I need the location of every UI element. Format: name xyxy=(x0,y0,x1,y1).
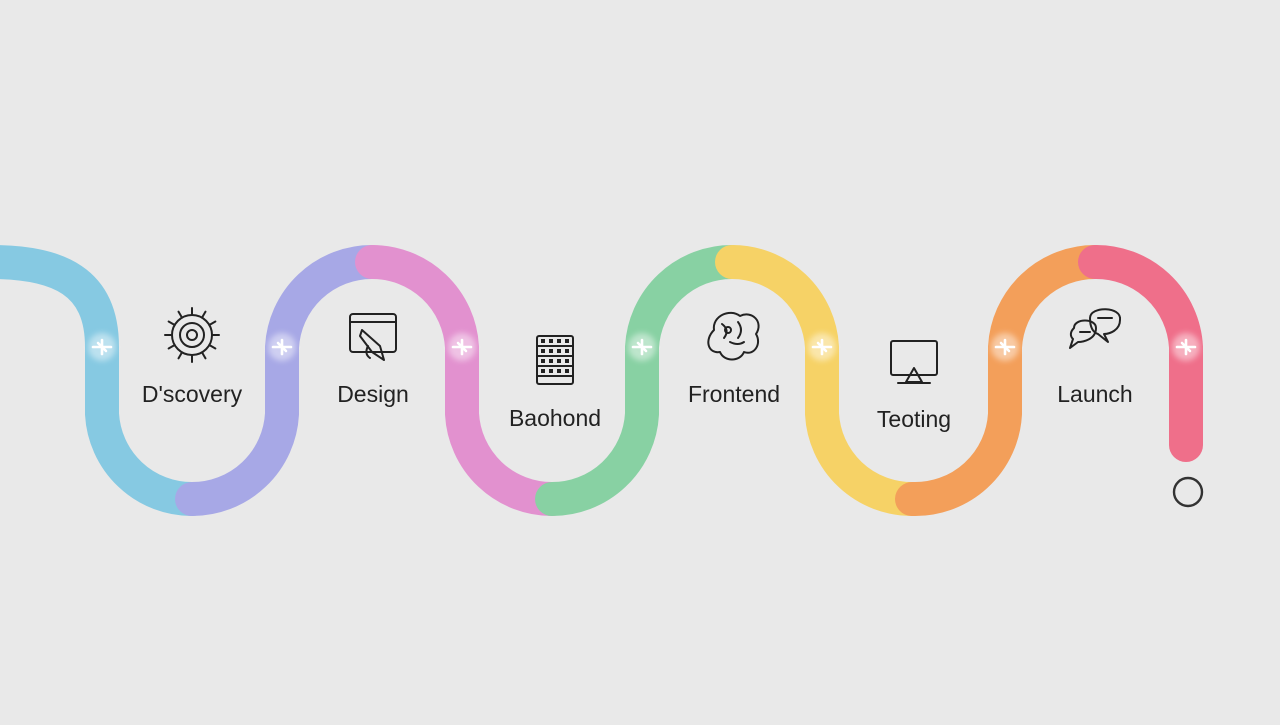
stage-label: Teoting xyxy=(877,406,951,432)
direction-marker-icon xyxy=(88,333,116,361)
track-segment-5 xyxy=(715,244,929,517)
track-segment-3 xyxy=(355,244,569,517)
design-icon xyxy=(349,313,397,361)
brain-icon xyxy=(707,311,760,361)
direction-marker-icon xyxy=(991,333,1019,361)
direction-marker-icon xyxy=(628,333,656,361)
process-track xyxy=(0,244,1203,517)
stage-label: Baohond xyxy=(509,405,601,431)
track-segment-end xyxy=(1078,244,1203,462)
stage-label: Design xyxy=(337,381,409,407)
server-icon xyxy=(536,335,574,385)
monitor-icon xyxy=(890,340,938,384)
direction-markers xyxy=(88,333,1200,361)
track-segment-4 xyxy=(535,244,749,517)
direction-marker-icon xyxy=(808,333,836,361)
track-segment-1 xyxy=(0,245,209,517)
track-segment-2 xyxy=(175,244,389,517)
stage-label: Launch xyxy=(1057,381,1132,407)
track-segment-6 xyxy=(895,244,1112,517)
gear-icon xyxy=(164,307,220,363)
direction-marker-icon xyxy=(268,333,296,361)
stage-label: Frontend xyxy=(688,381,780,407)
chat-bubbles-icon xyxy=(1069,308,1121,349)
stage-label: D'scovery xyxy=(142,381,243,407)
direction-marker-icon xyxy=(1172,333,1200,361)
direction-marker-icon xyxy=(448,333,476,361)
end-circle-icon xyxy=(1172,476,1204,508)
stage-icons xyxy=(164,307,1121,385)
